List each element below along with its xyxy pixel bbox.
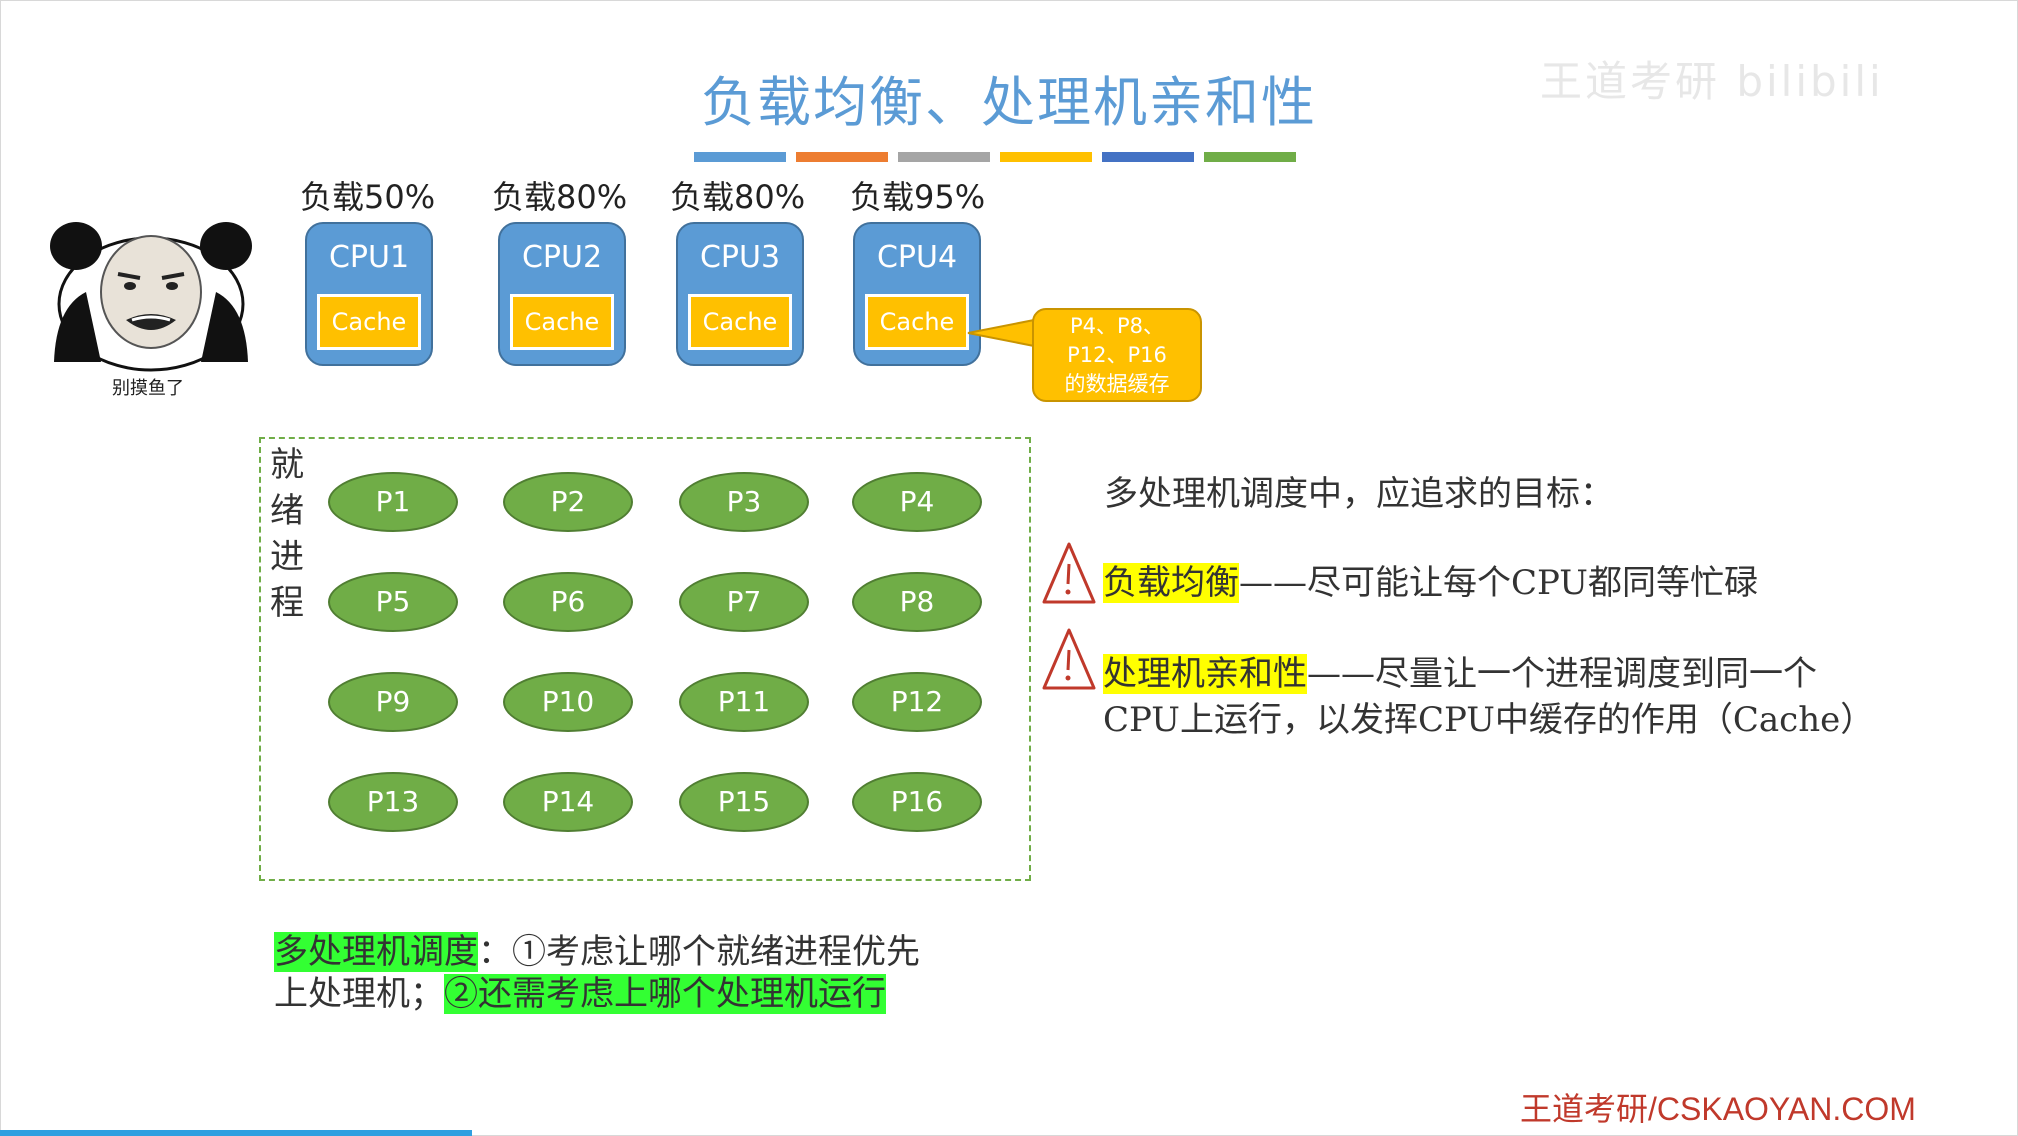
cpu1-load-label: 负载50% xyxy=(300,178,436,216)
callout-line2: P12、P16 xyxy=(1067,343,1167,367)
warning-icon xyxy=(1042,542,1096,604)
cpu3-label: CPU3 xyxy=(699,240,781,275)
color-bar-segment xyxy=(694,152,786,162)
process-p13: P13 xyxy=(328,772,458,832)
goal2-line: 处理机亲和性——尽量让一个进程调度到同一个 xyxy=(1103,646,1817,695)
bottom-line2: 上处理机；②还需考虑上哪个处理机运行 xyxy=(274,966,886,1015)
process-p3: P3 xyxy=(679,472,809,532)
process-p14: P14 xyxy=(503,772,633,832)
goal1-line: 负载均衡——尽可能让每个CPU都同等忙碌 xyxy=(1103,555,1758,604)
goal1-desc: ——尽可能让每个CPU都同等忙碌 xyxy=(1239,563,1758,603)
watermark: 王道考研 bilibili xyxy=(1540,57,1884,106)
panda-meme-image xyxy=(50,222,252,372)
goal2-desc: ——尽量让一个进程调度到同一个 xyxy=(1307,654,1817,694)
goal2-line2: CPU上运行，以发挥CPU中缓存的作用（Cache） xyxy=(1103,700,1875,740)
process-p8: P8 xyxy=(852,572,982,632)
callout-tail xyxy=(967,318,1035,348)
cpu4-label: CPU4 xyxy=(876,240,958,275)
process-p12: P12 xyxy=(852,672,982,732)
color-bar-segment xyxy=(1000,152,1092,162)
process-p11: P11 xyxy=(679,672,809,732)
bottom-text1: ：①考虑让哪个就绪进程优先 xyxy=(478,932,920,972)
video-progress-bar[interactable] xyxy=(0,1130,472,1136)
cpu2-load-label: 负载80% xyxy=(492,178,628,216)
ready-queue-label: 就绪进程 xyxy=(270,445,304,623)
cpu2-cache: Cache xyxy=(510,294,614,350)
callout-line3: 的数据缓存 xyxy=(1064,372,1170,396)
cpu4-box: CPU4 Cache xyxy=(853,222,981,366)
callout-line1: P4、P8、 xyxy=(1069,314,1165,338)
cpu2-box: CPU2 Cache xyxy=(498,222,626,366)
bottom-highlight1: 多处理机调度 xyxy=(274,932,478,972)
ready-queue-box xyxy=(259,437,1031,881)
process-p1: P1 xyxy=(328,472,458,532)
cpu4-cache: Cache xyxy=(865,294,969,350)
bottom-line1: 多处理机调度：①考虑让哪个就绪进程优先 xyxy=(274,924,920,973)
color-bar-segment xyxy=(1102,152,1194,162)
process-p7: P7 xyxy=(679,572,809,632)
cache-callout: P4、P8、 P12、P16 的数据缓存 xyxy=(1032,308,1202,402)
process-p6: P6 xyxy=(503,572,633,632)
warning-icon xyxy=(1042,628,1096,690)
cpu1-label: CPU1 xyxy=(328,240,410,275)
process-p16: P16 xyxy=(852,772,982,832)
cpu3-box: CPU3 Cache xyxy=(676,222,804,366)
cpu4-load-label: 负载95% xyxy=(850,178,986,216)
color-bar-segment xyxy=(898,152,990,162)
bottom-text2: 上处理机； xyxy=(274,974,444,1014)
cpu1-box: CPU1 Cache xyxy=(305,222,433,366)
color-bar-segment xyxy=(1204,152,1296,162)
panda-caption: 别摸鱼了 xyxy=(112,378,184,399)
cpu3-load-label: 负载80% xyxy=(670,178,806,216)
process-p9: P9 xyxy=(328,672,458,732)
process-p4: P4 xyxy=(852,472,982,532)
footer-brand: 王道考研/CSKAOYAN.COM xyxy=(1520,1091,1916,1127)
bottom-highlight2: ②还需考虑上哪个处理机运行 xyxy=(444,974,886,1014)
process-p5: P5 xyxy=(328,572,458,632)
cpu1-cache: Cache xyxy=(317,294,421,350)
process-p2: P2 xyxy=(503,472,633,532)
slide-title: 负载均衡、处理机亲和性 xyxy=(701,71,1317,134)
goal1-key: 负载均衡 xyxy=(1103,563,1239,603)
cpu3-cache: Cache xyxy=(688,294,792,350)
process-p15: P15 xyxy=(679,772,809,832)
color-bar-segment xyxy=(796,152,888,162)
goal2-key: 处理机亲和性 xyxy=(1103,654,1307,694)
goals-heading: 多处理机调度中，应追求的目标： xyxy=(1104,474,1614,514)
cpu2-label: CPU2 xyxy=(521,240,603,275)
process-p10: P10 xyxy=(503,672,633,732)
